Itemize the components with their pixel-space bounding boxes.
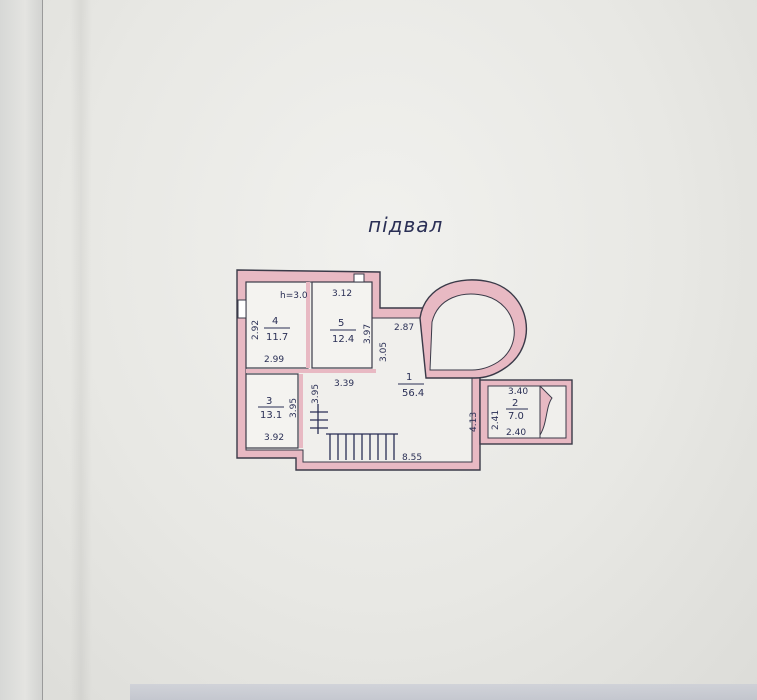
dim-3-95-b: 3.95: [311, 384, 321, 404]
room1-area: 56.4: [402, 388, 424, 399]
room5: [311, 281, 373, 369]
room5-area: 12.4: [332, 334, 354, 345]
dim-3-39: 3.39: [334, 379, 354, 389]
dim-3-97: 3.97: [363, 324, 373, 344]
vent-top: [353, 273, 365, 283]
room5-number: 5: [338, 318, 344, 329]
dim-2-41: 2.41: [491, 410, 501, 430]
ceiling-height: h=3.0: [280, 291, 308, 301]
room3-number: 3: [266, 396, 272, 407]
dim-3-92: 3.92: [264, 433, 284, 443]
stairs: [310, 404, 398, 460]
room3: [245, 373, 299, 449]
room2-area: 7.0: [508, 411, 524, 422]
dim-2-99: 2.99: [264, 355, 284, 365]
room4: [245, 281, 309, 369]
dim-2-40: 2.40: [506, 428, 526, 438]
dim-8-55: 8.55: [402, 453, 422, 463]
plan-title: підвал: [368, 213, 443, 237]
window-left: [237, 299, 247, 319]
walls: [236, 269, 573, 471]
room1-number: 1: [406, 372, 412, 383]
room2-floor: [488, 385, 567, 439]
dimension-labels: h=3.0 3.12 2.87 2.99 3.39 3.92 8.55 3.40…: [251, 289, 528, 463]
dim-2-87: 2.87: [394, 323, 414, 333]
paper-fold: [70, 0, 92, 700]
bottom-stamp-band: [130, 684, 757, 700]
dim-4-13: 4.13: [469, 412, 479, 432]
dim-3-12: 3.12: [332, 289, 352, 299]
binding-strip: [0, 0, 43, 700]
room-labels: 1 56.4 2 7.0 3 13.1 4 11.7 5 12.4: [258, 316, 528, 422]
room4-number: 4: [272, 316, 278, 327]
room4-area: 11.7: [266, 332, 288, 343]
room2-inner: [487, 385, 541, 439]
dim-3-05: 3.05: [379, 342, 389, 362]
room3-area: 13.1: [260, 410, 282, 421]
dim-3-95-a: 3.95: [289, 398, 299, 418]
bay-floor: [429, 293, 515, 371]
dim-2-92: 2.92: [251, 320, 261, 340]
room2-number: 2: [512, 398, 518, 409]
dim-3-40: 3.40: [508, 387, 528, 397]
